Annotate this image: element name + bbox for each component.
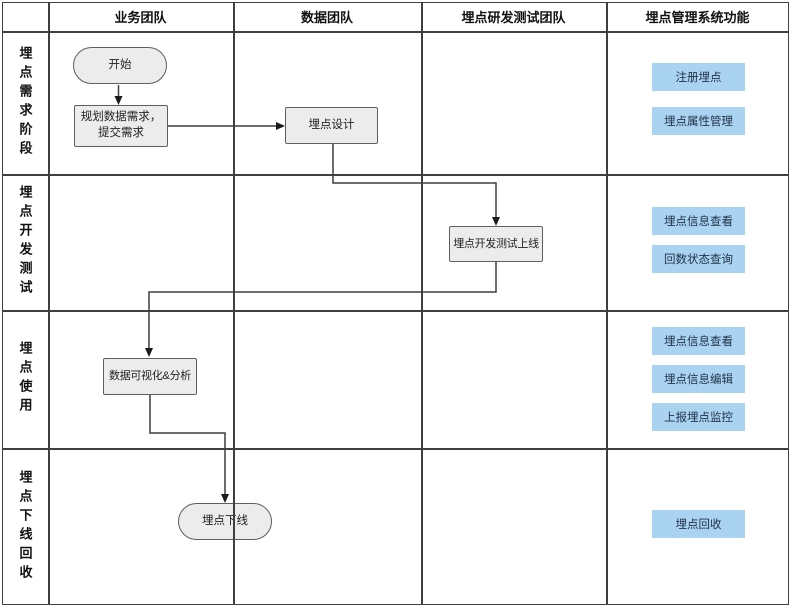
feature-info-view-usage: 埋点信息查看 xyxy=(652,327,745,355)
feature-info-edit: 埋点信息编辑 xyxy=(652,365,745,393)
arrowhead-dev-to-visual xyxy=(145,348,153,357)
lane-label-usage: 埋点使用 xyxy=(17,341,33,417)
arrowhead-visual-to-offline xyxy=(221,494,229,503)
flow-node-start: 开始 xyxy=(73,47,167,84)
feature-tracking-recycle: 埋点回收 xyxy=(652,510,745,538)
grid-hline-lane-1 xyxy=(2,174,789,176)
grid-vline-col-2 xyxy=(421,2,423,605)
lane-label-offline-recycle: 埋点下线回收 xyxy=(17,469,33,584)
flow-node-tracking-design: 埋点设计 xyxy=(285,107,378,144)
feature-report-monitor: 上报埋点监控 xyxy=(652,403,745,431)
arrowhead-start-to-plan xyxy=(114,96,123,105)
grid-hline-lane-2 xyxy=(2,310,789,312)
lane-label-requirement-phase: 埋点需求阶段 xyxy=(17,45,33,160)
feature-attribute-management: 埋点属性管理 xyxy=(652,107,745,135)
arrow-visual-to-offline xyxy=(149,395,226,494)
grid-hline-header xyxy=(2,31,789,33)
flow-node-plan-requirements: 规划数据需求，提交需求 xyxy=(74,105,168,147)
flow-node-data-visualization: 数据可视化&分析 xyxy=(103,358,197,395)
feature-info-view-dev: 埋点信息查看 xyxy=(652,207,745,235)
arrow-design-to-dev xyxy=(332,144,497,218)
column-header-rd-test-team: 埋点研发测试团队 xyxy=(461,10,566,25)
grid-hline-lane-3 xyxy=(2,448,789,450)
grid-vline-col-1 xyxy=(233,2,235,605)
column-header-mgmt-system: 埋点管理系统功能 xyxy=(645,10,750,25)
arrowhead-plan-to-design xyxy=(276,122,285,130)
feature-return-status-query: 回数状态查询 xyxy=(652,245,745,273)
flow-node-dev-test-launch: 埋点开发测试上线 xyxy=(449,226,543,262)
flow-node-tracking-offline: 埋点下线 xyxy=(178,503,272,540)
feature-register-tracking: 注册埋点 xyxy=(652,63,745,91)
grid-vline-lane-labels xyxy=(48,2,50,605)
arrow-dev-to-visual xyxy=(148,262,497,349)
column-header-business-team: 业务团队 xyxy=(114,10,167,25)
column-header-data-team: 数据团队 xyxy=(300,10,353,25)
lane-label-dev-test: 埋点开发测试 xyxy=(17,185,33,299)
arrowhead-design-to-dev xyxy=(492,217,500,226)
grid-vline-col-3 xyxy=(606,2,608,605)
